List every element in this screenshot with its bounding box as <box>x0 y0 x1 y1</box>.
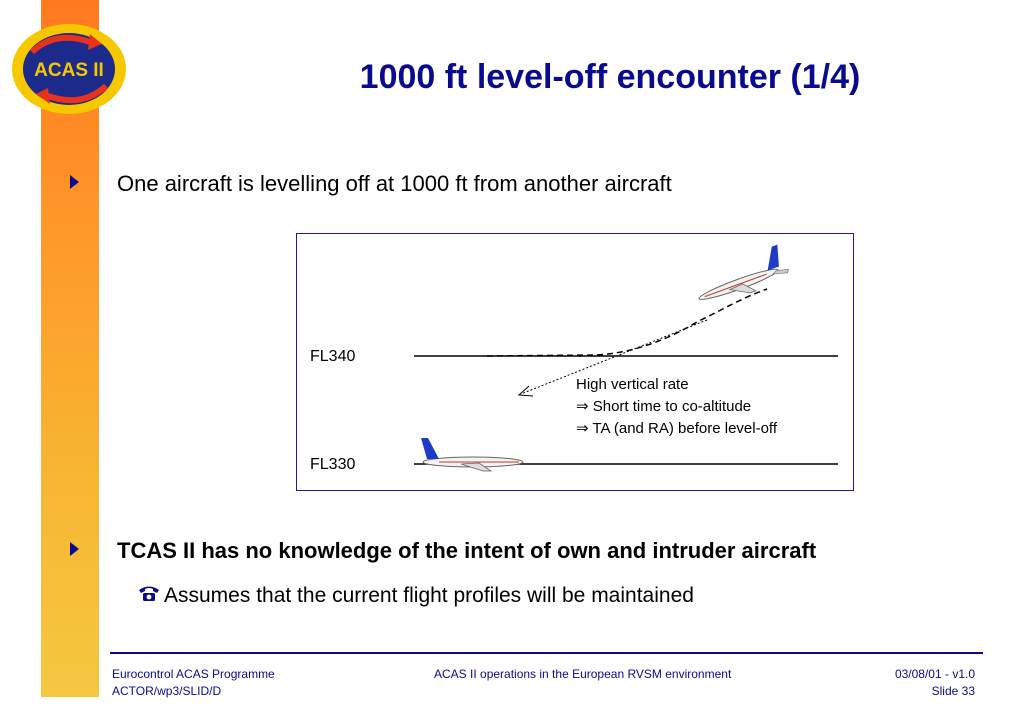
bullet-arrow-2 <box>70 542 79 556</box>
slide-title: 1000 ft level-off encounter (1/4) <box>359 58 861 96</box>
fl330-label: FL330 <box>310 456 356 473</box>
phone-icon <box>139 586 159 601</box>
note-ta-ra: ⇒ TA (and RA) before level-off <box>576 420 777 437</box>
sub-bullet-text: Assumes that the current flight profiles… <box>164 584 694 607</box>
bullet-1-text: One aircraft is levelling off at 1000 ft… <box>117 171 672 196</box>
climbing-aircraft-icon <box>698 244 789 300</box>
footer-divider <box>110 652 983 654</box>
footer-presentation-title: ACAS II operations in the European RVSM … <box>434 667 732 681</box>
acas-logo: ACAS II <box>12 24 126 114</box>
vertical-rate-arrow <box>520 319 708 395</box>
diagram-drawing <box>414 244 838 472</box>
fl340-label: FL340 <box>310 348 356 365</box>
bullet-2-text: TCAS II has no knowledge of the intent o… <box>117 538 817 563</box>
sub-bullet: Assumes that the current flight profiles… <box>138 584 694 608</box>
leveloff-trajectory <box>486 288 768 357</box>
note-high-vertical-rate: High vertical rate <box>576 376 689 393</box>
note-short-time: ⇒ Short time to co-altitude <box>576 398 752 415</box>
encounter-diagram: FL340 FL330 High vertical rate ⇒ Short t… <box>296 233 854 491</box>
footer-date-version: 03/08/01 - v1.0 <box>894 667 975 681</box>
logo-text: ACAS II <box>34 60 104 81</box>
bullet-arrow-1 <box>70 175 79 189</box>
footer-document-id: ACTOR/wp3/SLID/D <box>112 684 222 698</box>
footer-slide-number: Slide 33 <box>931 684 975 698</box>
footer-programme: Eurocontrol ACAS Programme <box>112 667 275 681</box>
orange-sidebar <box>41 0 99 697</box>
level-aircraft-icon <box>421 438 524 472</box>
